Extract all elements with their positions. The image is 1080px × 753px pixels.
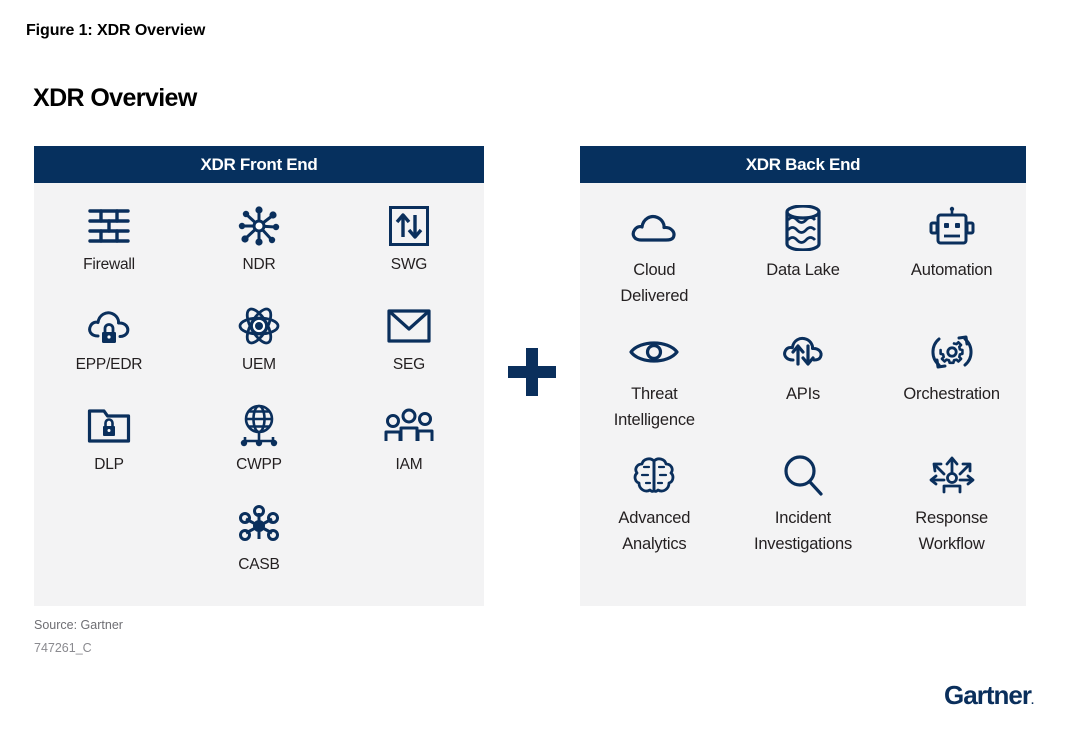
- item-spacer-left: [34, 495, 184, 595]
- robot-icon: [929, 205, 975, 251]
- gartner-logo-mark: .: [1030, 695, 1034, 707]
- gartner-logo: Gartner.: [944, 680, 1034, 711]
- item-epp-edr[interactable]: EPP/EDR: [34, 295, 184, 395]
- item-iam[interactable]: IAM: [334, 395, 484, 495]
- item-label: Cloud Delivered: [620, 261, 689, 305]
- item-label: SWG: [390, 256, 428, 273]
- source-attribution: Source: Gartner: [34, 618, 123, 632]
- atom-icon: [237, 303, 281, 349]
- item-threat-intelligence[interactable]: Threat Intelligence: [580, 319, 729, 443]
- data-cylinder-icon: [784, 205, 822, 251]
- item-label: Automation: [910, 261, 993, 279]
- envelope-icon: [387, 303, 431, 349]
- gartner-logo-text: Gartner: [944, 680, 1032, 710]
- item-label: Threat Intelligence: [613, 385, 695, 429]
- item-automation[interactable]: Automation: [877, 195, 1026, 319]
- figure-caption: Figure 1: XDR Overview: [26, 22, 206, 39]
- item-casb[interactable]: CASB: [184, 495, 334, 595]
- item-label: CASB: [238, 556, 280, 573]
- item-spacer-right: [334, 495, 484, 595]
- item-label: Advanced Analytics: [618, 509, 691, 553]
- item-cloud-delivered[interactable]: Cloud Delivered: [580, 195, 729, 319]
- item-label: Incident Investigations: [753, 509, 853, 553]
- brain-icon: [632, 453, 676, 499]
- item-incident-investigations[interactable]: Incident Investigations: [729, 443, 878, 567]
- people-group-icon: [384, 403, 434, 449]
- item-data-lake[interactable]: Data Lake: [729, 195, 878, 319]
- cloud-lock-icon: [86, 303, 132, 349]
- panel-body-back-end: Cloud Delivered Data Lake: [580, 183, 1026, 567]
- item-label: DLP: [94, 456, 124, 473]
- panel-body-front-end: Firewall: [34, 183, 484, 595]
- node-cluster-icon: [238, 503, 280, 549]
- network-hub-icon: [238, 203, 280, 249]
- panel-header-front-end: XDR Front End: [34, 146, 484, 183]
- item-seg[interactable]: SEG: [334, 295, 484, 395]
- item-label: IAM: [395, 456, 423, 473]
- figure-code: 747261_C: [34, 641, 92, 655]
- person-arrows-icon: [927, 453, 977, 499]
- item-label: Response Workflow: [915, 509, 988, 553]
- item-response-workflow[interactable]: Response Workflow: [877, 443, 1026, 567]
- panel-xdr-back-end: XDR Back End Cloud Delivered Data Lake: [580, 146, 1026, 606]
- item-swg[interactable]: SWG: [334, 195, 484, 295]
- eye-icon: [629, 329, 679, 375]
- item-label: EPP/EDR: [75, 356, 143, 373]
- panel-header-back-end: XDR Back End: [580, 146, 1026, 183]
- gateway-arrows-icon: [388, 203, 430, 249]
- item-label: APIs: [785, 385, 820, 403]
- page-title: XDR Overview: [33, 84, 197, 112]
- globe-network-icon: [237, 403, 281, 449]
- cloud-icon: [630, 205, 678, 251]
- item-label: CWPP: [236, 456, 282, 473]
- item-firewall[interactable]: Firewall: [34, 195, 184, 295]
- folder-lock-icon: [87, 403, 131, 449]
- item-label: Firewall: [83, 256, 135, 273]
- cloud-sync-icon: [780, 329, 826, 375]
- plus-bar-vertical: [526, 348, 538, 396]
- item-advanced-analytics[interactable]: Advanced Analytics: [580, 443, 729, 567]
- firewall-icon: [87, 203, 131, 249]
- item-label: SEG: [392, 356, 426, 373]
- gear-refresh-icon: [929, 329, 975, 375]
- item-dlp[interactable]: DLP: [34, 395, 184, 495]
- item-cwpp[interactable]: CWPP: [184, 395, 334, 495]
- item-orchestration[interactable]: Orchestration: [877, 319, 1026, 443]
- item-label: NDR: [242, 256, 276, 273]
- item-ndr[interactable]: NDR: [184, 195, 334, 295]
- item-label: Data Lake: [766, 261, 840, 279]
- item-uem[interactable]: UEM: [184, 295, 334, 395]
- item-apis[interactable]: APIs: [729, 319, 878, 443]
- magnifier-icon: [782, 453, 824, 499]
- item-label: Orchestration: [903, 385, 1000, 403]
- item-label: UEM: [242, 356, 276, 373]
- plus-operator-icon: [508, 348, 556, 396]
- panel-xdr-front-end: XDR Front End Firewall: [34, 146, 484, 606]
